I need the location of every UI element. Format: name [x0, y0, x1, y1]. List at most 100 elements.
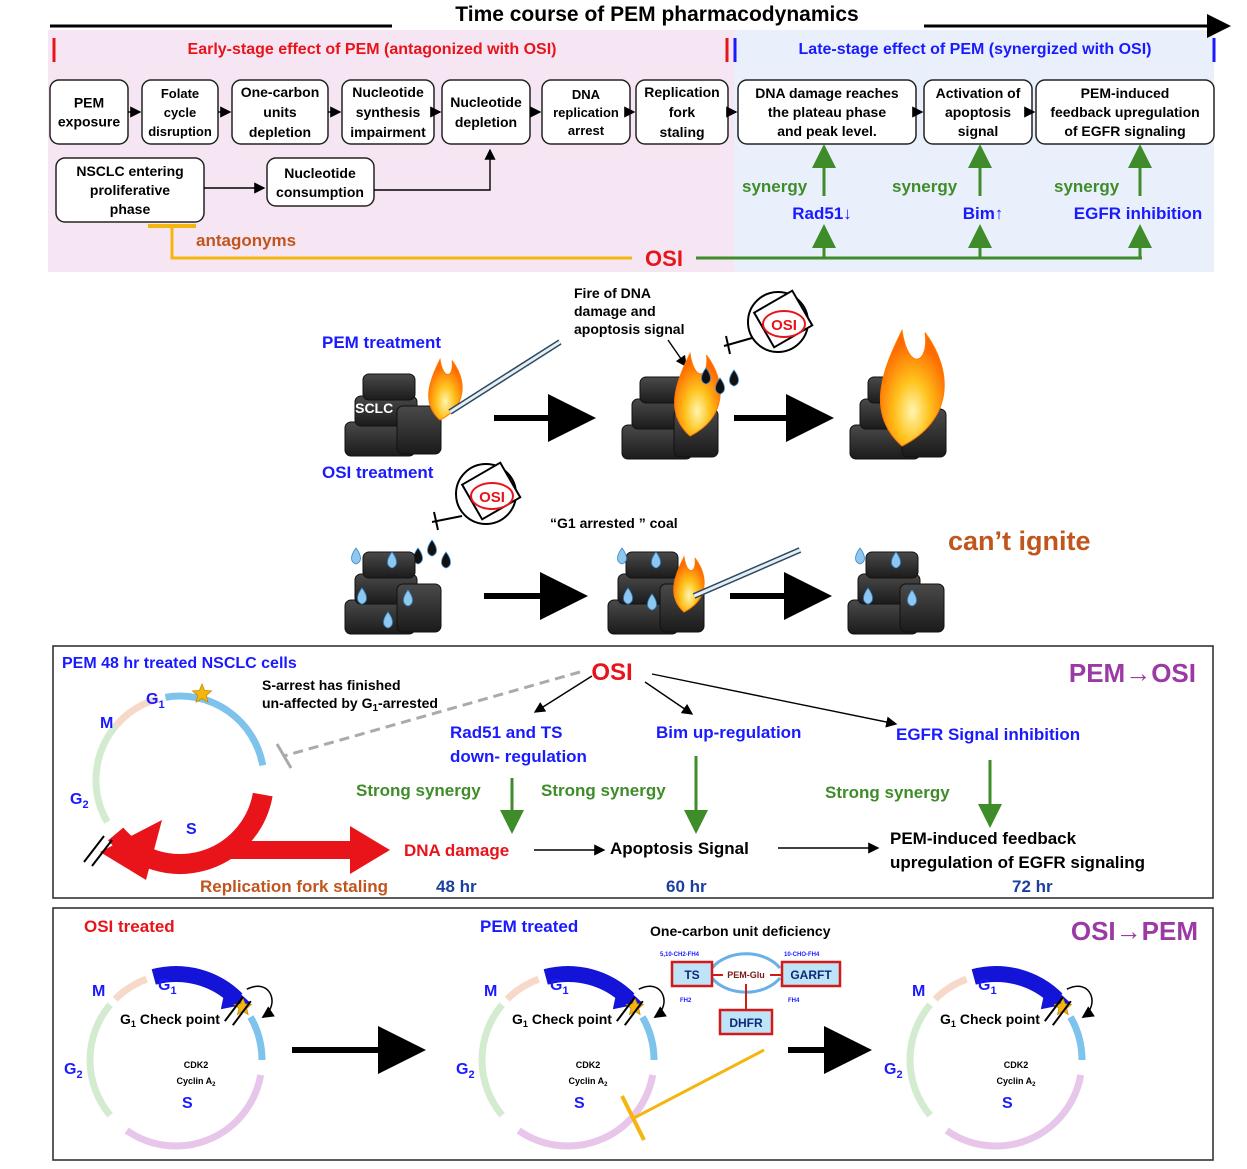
cycle-1-cdk2-label: CDK2: [184, 1060, 209, 1070]
synergy-label-egfr: synergy: [1054, 177, 1120, 196]
water-drop-10: [855, 547, 865, 565]
early-box-6-line-2: replication: [553, 105, 619, 120]
nsclc-coal-label: NSCLC: [345, 400, 393, 416]
cycle-2-block-mark-2: [624, 1000, 644, 1026]
nsclc-box-line-3: phase: [110, 201, 151, 217]
water-drop-11: [891, 551, 901, 569]
pem-48hr-cells-label: PEM 48 hr treated NSCLC cells: [62, 655, 297, 672]
cycle-2-loop-arrow: [638, 985, 667, 1019]
cycle-g1-arc: [164, 692, 267, 767]
osi-can-top-label: OSI: [771, 317, 797, 334]
water-drop-12: [863, 587, 873, 605]
early-box-5: [441, 79, 531, 145]
late-box-3-line-3: of EGFR signaling: [1064, 123, 1185, 139]
mediator-egfr: EGFR inhibition: [1074, 204, 1202, 223]
cycle-2-cdk2-label: CDK2: [576, 1060, 601, 1070]
folate-ch2-fh4: 5,10-CH2-FH4: [660, 952, 700, 958]
dna-damage-label: DNA damage: [404, 841, 509, 860]
coal-pem-1-lump-4: [396, 405, 442, 455]
cycle-2-m-arc: [504, 975, 540, 1002]
cycle-3-block-mark-2: [1052, 1000, 1072, 1026]
late-stage-label: Late-stage effect of PEM (synergized wit…: [799, 41, 1152, 58]
folate-enzyme-inset: TS GARFT DHFR PEM-Glu 5,10-CH2-FH4 10-CH…: [660, 952, 842, 1036]
match-stick-1-core: [449, 340, 561, 414]
pem-treatment-label: PEM treatment: [322, 333, 441, 352]
osi-to-bim-arrow: [644, 681, 694, 715]
osi-can-bottom-inhibit-bar: [433, 511, 439, 531]
osi-label-panel3: OSI: [591, 659, 632, 686]
cycle-2-s-arc: [516, 1074, 657, 1150]
late-stage-background: [734, 30, 1214, 272]
early-box-7-line-2: fork: [669, 104, 696, 120]
cycle-3-phase-m: M: [912, 983, 925, 1000]
water-drop-5: [383, 611, 393, 629]
cycle-2-phase-s: S: [574, 1095, 585, 1112]
water-drop-8: [623, 587, 633, 605]
folate-cho-fh4: 10-CHO-FH4: [784, 952, 820, 958]
fire-note-line-2: damage and: [574, 303, 656, 319]
s-arrest-line-2: un-affected by G1-arrested: [262, 695, 438, 714]
cycle-1-cyclin-label: Cyclin A2: [176, 1076, 216, 1088]
cycle-1-block-mark-1: [224, 996, 244, 1022]
osi-can-top-inhibit-bar: [725, 335, 731, 355]
osi-pem-panel: [52, 907, 1214, 1161]
oil-drop-2: [715, 377, 725, 395]
pem-glu-label: PEM-Glu: [727, 970, 765, 980]
cycle-3-cyclin-label: Cyclin A2: [996, 1076, 1036, 1088]
early-stage-label: Early-stage effect of PEM (antagonized w…: [188, 41, 557, 58]
cycle-2-block-mark-1: [616, 996, 636, 1022]
late-box-1-line-2: the plateau phase: [768, 104, 886, 120]
late-box-3-line-2: feedback upregulation: [1050, 104, 1199, 120]
synergy-label-rad51: synergy: [742, 177, 808, 196]
strong-synergy-label-1: Strong synergy: [356, 781, 481, 800]
cycle-2-cyclin-label: Cyclin A2: [568, 1076, 608, 1088]
cycle-1-g2-arc: [86, 1002, 113, 1118]
cycle-2-checkpoint-label: G1 Check point: [512, 1011, 612, 1029]
cycle-1-block-mark-2: [232, 1000, 252, 1026]
osi-treatment-label: OSI treatment: [322, 463, 434, 482]
cycle-2-g2-arc: [478, 1002, 505, 1118]
osi-can-bottom-label: OSI: [479, 489, 505, 506]
egfr-inhibition-label: EGFR Signal inhibition: [896, 725, 1080, 744]
cycle-1-loop-arrow: [246, 985, 275, 1019]
osi-pem-title: OSI→PEM: [1071, 916, 1198, 946]
early-box-3-line-1: One-carbon: [241, 84, 320, 100]
ts-enzyme-box: [670, 960, 714, 988]
late-box-3: [1035, 79, 1215, 145]
osi-to-egfr-arrow: [651, 673, 898, 728]
early-box-1-line-2: exposure: [58, 114, 120, 130]
cycle-break-mark-2: [91, 839, 113, 867]
cycle-3-loop-arrow: [1066, 985, 1095, 1019]
osi-to-rad51-arrow: [533, 675, 593, 713]
fork-staling-arrowhead: [350, 826, 390, 874]
cycle-3-g2-arc: [906, 1002, 933, 1118]
late-box-2-line-1: Activation of: [936, 85, 1021, 101]
cycle-2-g1-late-arc: [639, 1015, 658, 1061]
apoptosis-signal-label: Apoptosis Signal: [610, 839, 749, 858]
coal-pem-1: [344, 373, 442, 457]
early-box-5-line-1: Nucleotide: [450, 94, 522, 110]
flame-pem-3: [879, 328, 945, 447]
early-box-6-line-1: DNA: [572, 87, 601, 102]
cycle-2-phase-m: M: [484, 983, 497, 1000]
water-drop-3: [357, 587, 367, 605]
cycle-3-block-mark-1: [1044, 996, 1064, 1022]
egfr-feedback-line-2: upregulation of EGFR signaling: [890, 853, 1145, 872]
early-stage-background: [48, 30, 734, 272]
nsclc-box-line-2: proliferative: [90, 182, 170, 198]
early-box-7-line-1: Replication: [644, 84, 719, 100]
rad51-ts-line-1: Rad51 and TS: [450, 723, 562, 742]
cycle-2-phase-g2: G2: [456, 1061, 475, 1081]
coal-osi-3-lump-4: [899, 583, 945, 633]
coal-pem-1-lump-3: [362, 373, 416, 401]
osi-no-effect-dashed-line: [283, 670, 581, 758]
garft-enzyme-label: GARFT: [790, 968, 832, 982]
water-drop-2: [387, 551, 397, 569]
early-box-5-line-2: depletion: [455, 114, 517, 130]
cycle-3-m-arc: [932, 975, 968, 1002]
cycle-3-cdk2-label: CDK2: [1004, 1060, 1029, 1070]
cycle-s-arrowhead: [100, 820, 162, 880]
